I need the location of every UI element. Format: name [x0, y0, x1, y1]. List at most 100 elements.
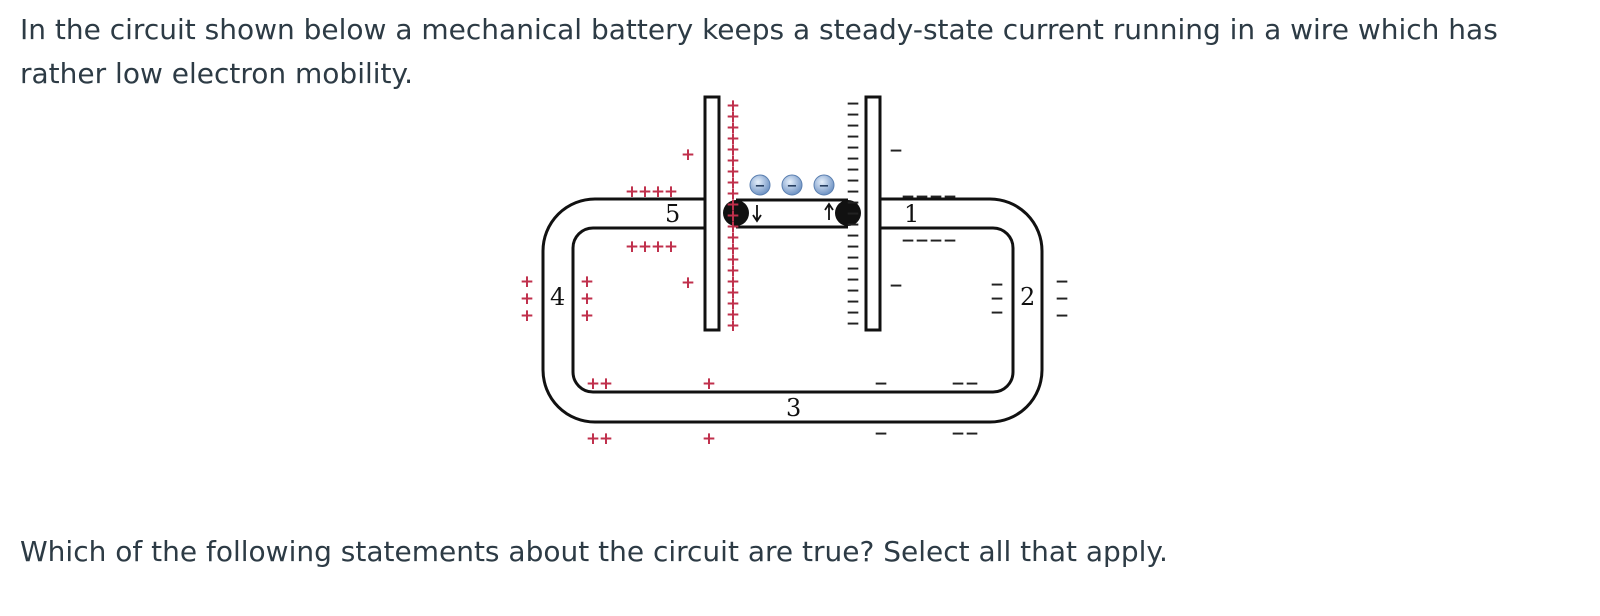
plus-charge: +	[681, 145, 695, 165]
minus-charge: −	[846, 193, 860, 213]
minus-charge: −	[965, 424, 979, 444]
plus-charge: +	[726, 261, 740, 281]
minus-charge: −	[846, 226, 860, 246]
minus-charge: −	[915, 187, 929, 207]
minus-charge: −	[951, 424, 965, 444]
minus-charge: −	[1055, 272, 1069, 292]
minus-charge: −	[846, 160, 860, 180]
minus-charge: −	[846, 270, 860, 290]
minus-charge: −	[846, 237, 860, 257]
minus-charge: −	[874, 374, 888, 394]
minus-charge: −	[846, 127, 860, 147]
segment-label-4: 4	[550, 283, 565, 311]
minus-charge: −	[915, 231, 929, 251]
plus-charge: +	[625, 237, 639, 257]
question-prompt: Which of the following statements about …	[20, 535, 1168, 568]
plus-charge: +	[638, 237, 652, 257]
plus-charge: +	[580, 289, 594, 309]
minus-charge: −	[990, 303, 1004, 323]
segment-label-3: 3	[786, 394, 801, 422]
plus-charge: +	[726, 239, 740, 259]
plus-charge: +	[726, 162, 740, 182]
conveyor-roller-right	[835, 200, 861, 226]
plus-charge: +	[664, 182, 678, 202]
minus-charge: −	[874, 424, 888, 444]
minus-charge: −	[846, 215, 860, 235]
minus-charge: −	[846, 259, 860, 279]
minus-charge: −	[929, 231, 943, 251]
minus-charge: −	[990, 289, 1004, 309]
plus-charge: +	[726, 195, 740, 215]
plus-charge: +	[726, 217, 740, 237]
plus-charge: +	[664, 237, 678, 257]
plus-charge: +	[599, 429, 613, 449]
problem-statement: In the circuit shown below a mechanical …	[20, 13, 1498, 90]
conveyor-roller-left	[723, 200, 749, 226]
plus-charge: +	[726, 283, 740, 303]
segment-label-2: 2	[1020, 283, 1035, 311]
plus-charge: +	[586, 429, 600, 449]
minus-charge: −	[990, 275, 1004, 295]
minus-charge: −	[943, 231, 957, 251]
minus-charge: −	[889, 141, 903, 161]
plus-charge: +	[726, 272, 740, 292]
negative-surface-charges: −−−−−−−−−−−−−−−−−−−−−−−−−−−−−−−−−−−−−−−−…	[846, 94, 1069, 444]
electron: −	[813, 174, 835, 196]
minus-charge: −	[846, 182, 860, 202]
plus-charge: +	[726, 305, 740, 325]
minus-charge: −	[846, 171, 860, 191]
minus-charge: −	[901, 187, 915, 207]
plus-charge: +	[625, 182, 639, 202]
plus-charge: +	[651, 182, 665, 202]
plus-charge: +	[726, 140, 740, 160]
plus-charge: +	[726, 129, 740, 149]
plus-charge: +	[726, 250, 740, 270]
plus-charge: +	[726, 151, 740, 171]
minus-charge: −	[846, 292, 860, 312]
svg-text:−: −	[755, 179, 766, 194]
plus-charge: +	[726, 118, 740, 138]
plus-charge: +	[726, 184, 740, 204]
plus-charge: +	[580, 306, 594, 326]
minus-charge: −	[889, 276, 903, 296]
minus-charge: −	[1055, 306, 1069, 326]
electron: −	[781, 174, 803, 196]
minus-charge: −	[943, 187, 957, 207]
minus-charge: −	[846, 116, 860, 136]
wire-inner	[571, 226, 1015, 394]
svg-text:−: −	[819, 179, 830, 194]
segment-label-5: 5	[665, 200, 680, 228]
plus-charge: +	[726, 316, 740, 336]
positive-surface-charges: ++++++++++++++++++++++++++++++++++++++++…	[520, 96, 740, 449]
plus-charge: +	[726, 228, 740, 248]
plus-charge: +	[681, 273, 695, 293]
minus-charge: −	[951, 374, 965, 394]
plus-charge: +	[520, 306, 534, 326]
minus-charge: −	[846, 149, 860, 169]
svg-text:−: −	[787, 179, 798, 194]
minus-charge: −	[846, 281, 860, 301]
plus-charge: +	[586, 374, 600, 394]
segment-label-1: 1	[904, 200, 919, 228]
plus-charge: +	[726, 206, 740, 226]
plus-charge: +	[520, 289, 534, 309]
battery-negative-plate	[864, 95, 882, 332]
electron: −	[749, 174, 771, 196]
plus-charge: +	[599, 374, 613, 394]
minus-charge: −	[846, 94, 860, 114]
minus-charge: −	[929, 187, 943, 207]
plus-charge: +	[580, 272, 594, 292]
minus-charge: −	[1055, 289, 1069, 309]
plus-charge: +	[726, 173, 740, 193]
plus-charge: +	[702, 429, 716, 449]
minus-charge: −	[965, 374, 979, 394]
plus-charge: +	[651, 237, 665, 257]
minus-charge: −	[846, 303, 860, 323]
plus-charge: +	[726, 107, 740, 127]
minus-charge: −	[901, 231, 915, 251]
wire-outer	[541, 197, 1044, 424]
plus-charge: +	[726, 294, 740, 314]
minus-charge: −	[846, 204, 860, 224]
battery-positive-plate	[703, 95, 721, 332]
